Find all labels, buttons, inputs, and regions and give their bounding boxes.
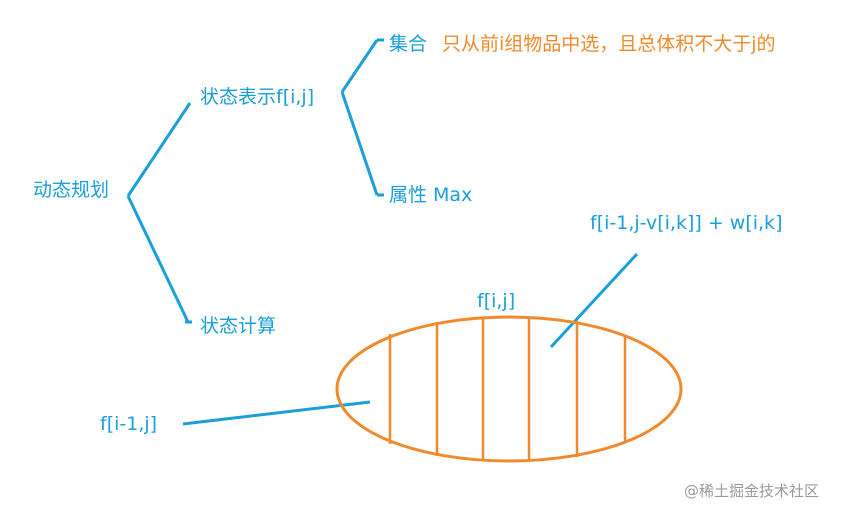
attribute-label: 属性 Max — [389, 184, 473, 206]
root-label: 动态规划 — [33, 179, 110, 201]
state-repr-label: 状态表示f[i,j] — [200, 86, 315, 108]
set-description: 只从前i组物品中选，且总体积不大于j的 — [442, 33, 776, 55]
pointer-line-formula-left — [182, 400, 371, 426]
formula-left-label: f[i-1,j] — [100, 413, 158, 435]
set-label: 集合 — [389, 33, 428, 55]
state-calc-label: 状态计算 — [200, 315, 277, 337]
watermark: @稀土掘金技术社区 — [684, 482, 820, 500]
pointer-line-formula-top — [549, 252, 639, 349]
branch-root-to-state-calc — [126, 195, 190, 323]
branch-root-to-state-repr — [126, 102, 192, 197]
ellipse-partitions — [388, 317, 627, 461]
formula-top-label: f[i-1,j-v[i,k]] + w[i,k] — [590, 212, 783, 234]
ellipse-label: f[i,j] — [477, 290, 516, 312]
set-ellipse — [335, 315, 683, 463]
bracket-state-repr — [340, 39, 379, 196]
